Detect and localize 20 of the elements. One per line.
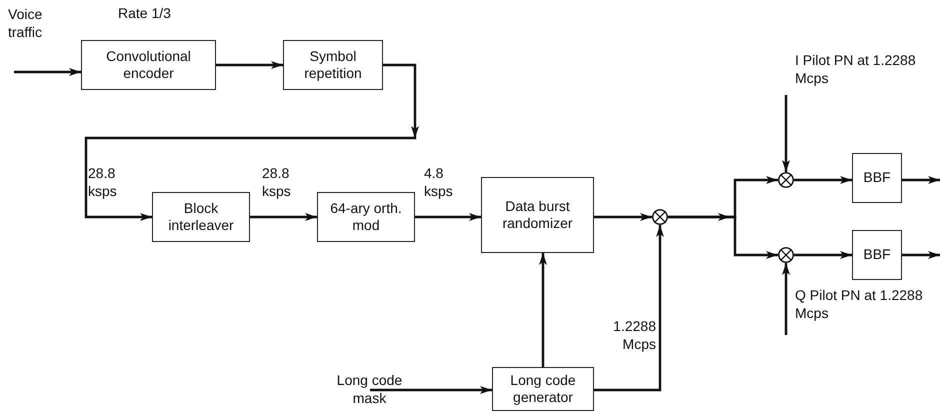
edge-label: Long code mask xyxy=(336,372,404,407)
edge-label: Q Pilot PN at 1.2288 Mcps xyxy=(795,287,924,322)
mixer-symbol xyxy=(778,172,794,188)
process-box: Convolutional encoder xyxy=(81,40,216,90)
mixer-symbol xyxy=(652,209,668,225)
process-box: Block interleaver xyxy=(152,192,250,242)
edge-label: 4.8 ksps xyxy=(424,165,454,200)
edge-label: 1.2288 Mcps xyxy=(612,318,656,353)
edge-label: Voice traffic xyxy=(8,6,44,41)
process-box: Symbol repetition xyxy=(283,40,383,90)
process-box: 64-ary orth. mod xyxy=(317,192,415,242)
edge-label: 28.8 ksps xyxy=(262,165,292,200)
mixer-symbol xyxy=(778,247,794,263)
edge-label: 28.8 ksps xyxy=(88,165,118,200)
process-box: Long code generator xyxy=(492,367,594,411)
process-box: BBF xyxy=(852,230,902,280)
rate-label: Rate 1/3 xyxy=(118,5,171,22)
edge-label: I Pilot PN at 1.2288 Mcps xyxy=(795,52,917,87)
process-box: BBF xyxy=(852,153,902,203)
process-box: Data burst randomizer xyxy=(481,177,594,253)
